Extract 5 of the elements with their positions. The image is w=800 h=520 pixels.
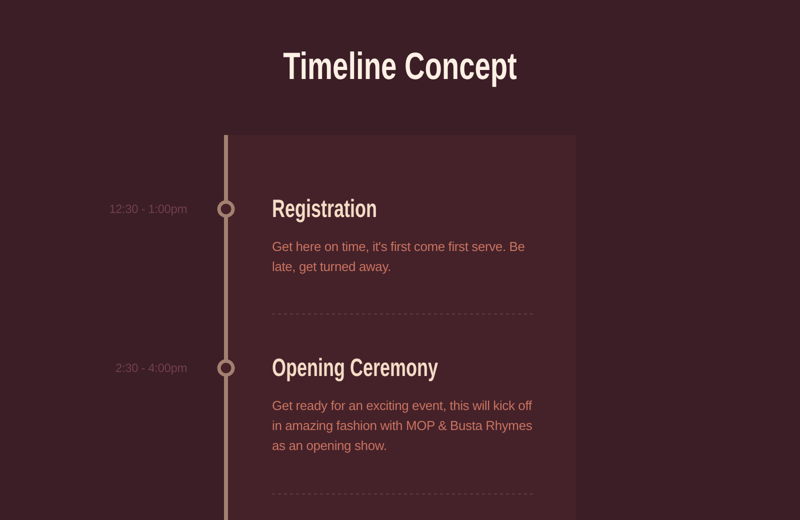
- event-heading: Opening Ceremony: [272, 354, 438, 382]
- event-description: Get ready for an exciting event, this will kick off in amazing fashion with MOP & Busta Rhymes as an opening show.: [272, 397, 534, 455]
- event-heading: Registration: [272, 195, 378, 223]
- page-title: Timeline Concept: [283, 45, 517, 89]
- event-description: Get here on time, it's first come first serve. Be late, get turned away.: [272, 238, 526, 276]
